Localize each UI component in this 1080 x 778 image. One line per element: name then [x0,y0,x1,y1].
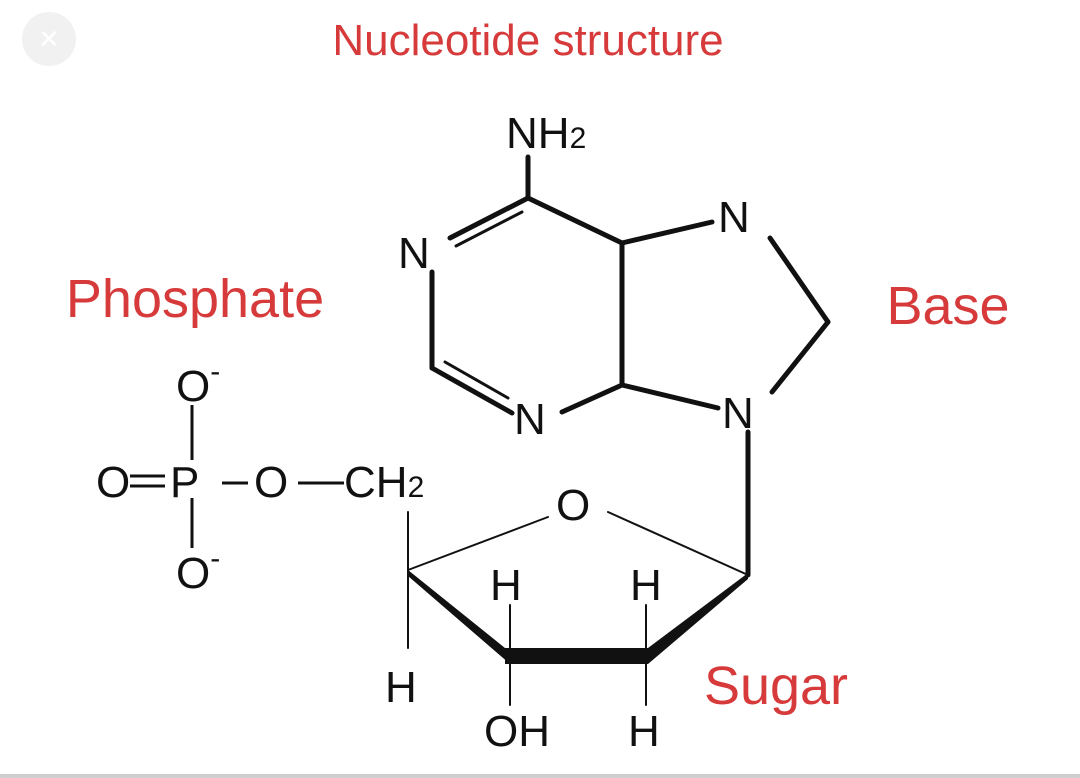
atom-o-bottom: O- [176,542,220,598]
atom-p: P [170,458,199,507]
bottom-divider [0,774,1080,778]
atom-ch2: CH2 [344,458,424,507]
base-atoms: NH2 N N N N [398,109,754,444]
bond-c4-n3 [559,382,625,415]
atom-o-bridge: O [254,458,288,507]
bond-c5-n7 [619,219,715,246]
atom-h-c4prime: H [385,663,417,712]
base-bonds [429,154,831,578]
atom-o-top: O- [176,355,220,411]
bond-c8-n9 [769,319,831,395]
sugar-bonds [407,511,749,706]
atom-n1: N [398,229,430,278]
phosphate-bonds [130,405,344,548]
atom-h-c2prime-down: H [628,707,660,756]
atom-h-c2prime-up: H [630,561,662,610]
wedge-c2prime-c1prime [648,573,748,664]
base-label: Base [886,276,1009,336]
atom-o-left: O [96,458,130,507]
atom-sugar-o: O [556,481,590,530]
bond-o-c1prime [607,511,749,576]
phosphate-atoms: O- O P O CH2 O- [96,355,424,598]
atom-n9: N [722,389,754,438]
close-icon: ✕ [38,23,60,54]
bond-c2-n3-double [443,360,510,400]
bond-c2-n3 [429,365,515,416]
phosphate-label: Phosphate [66,269,324,329]
atom-n3: N [514,395,546,444]
diagram-title: Nucleotide structure [332,16,723,65]
bond-c6-n1-double [454,210,524,248]
atom-h-c3prime-up: H [490,561,522,610]
bond-c6-n1 [447,195,531,241]
sugar-atoms: O H H H OH H [385,481,662,756]
atom-n7: N [718,193,750,242]
bond-c4prime-o [407,516,549,571]
wedge-c3prime-c2prime [505,648,648,664]
bond-c4-n9 [619,382,721,411]
close-button[interactable]: ✕ [22,12,76,66]
wedge-c4prime-c3prime [408,570,510,664]
bond-n7-c8 [767,235,831,325]
sugar-label: Sugar [704,656,848,716]
atom-nh2: NH2 [506,109,586,158]
atom-oh: OH [484,707,550,756]
bond-c6-c5 [525,195,625,246]
